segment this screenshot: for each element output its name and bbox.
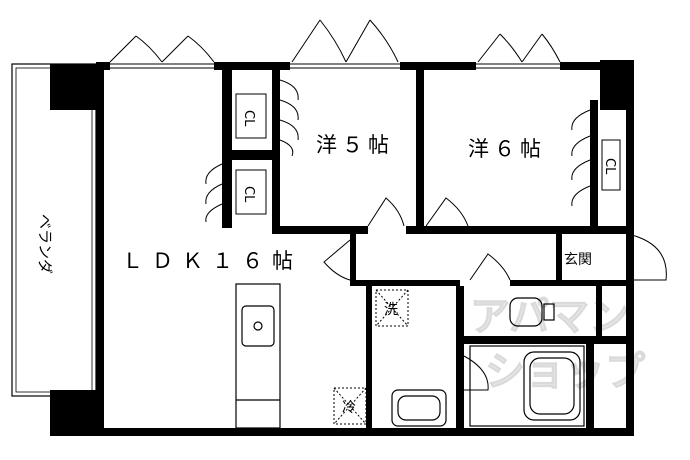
windows bbox=[97, 63, 560, 435]
door-swings bbox=[205, 79, 667, 391]
room-label-veranda: ベランダ bbox=[36, 214, 54, 274]
exterior-walls bbox=[50, 60, 634, 436]
closet-mark-2: CL bbox=[241, 186, 256, 203]
washer-label: 洗 bbox=[384, 302, 398, 318]
closet-mark-3: CL bbox=[602, 158, 617, 175]
room-label-western5: 洋５帖 bbox=[316, 133, 394, 157]
interior-walls bbox=[222, 64, 628, 428]
closet-mark-1: CL bbox=[241, 110, 256, 127]
watermark-line1: アパマン bbox=[470, 294, 629, 340]
room-label-western6: 洋６帖 bbox=[468, 137, 546, 161]
kitchen-counter bbox=[235, 283, 281, 429]
appliance-boxes bbox=[333, 289, 409, 425]
watermark: アパマン ショップ bbox=[470, 294, 646, 396]
fridge-label: 冷 bbox=[342, 400, 356, 416]
room-label-entrance: 玄関 bbox=[564, 251, 592, 268]
closet-boxes bbox=[235, 93, 621, 215]
room-label-ldk: ＬＤＫ１６帖 bbox=[122, 249, 302, 273]
window-swings bbox=[109, 19, 561, 63]
watermark-line2: ショップ bbox=[485, 349, 645, 395]
bath-fixtures bbox=[391, 297, 585, 427]
